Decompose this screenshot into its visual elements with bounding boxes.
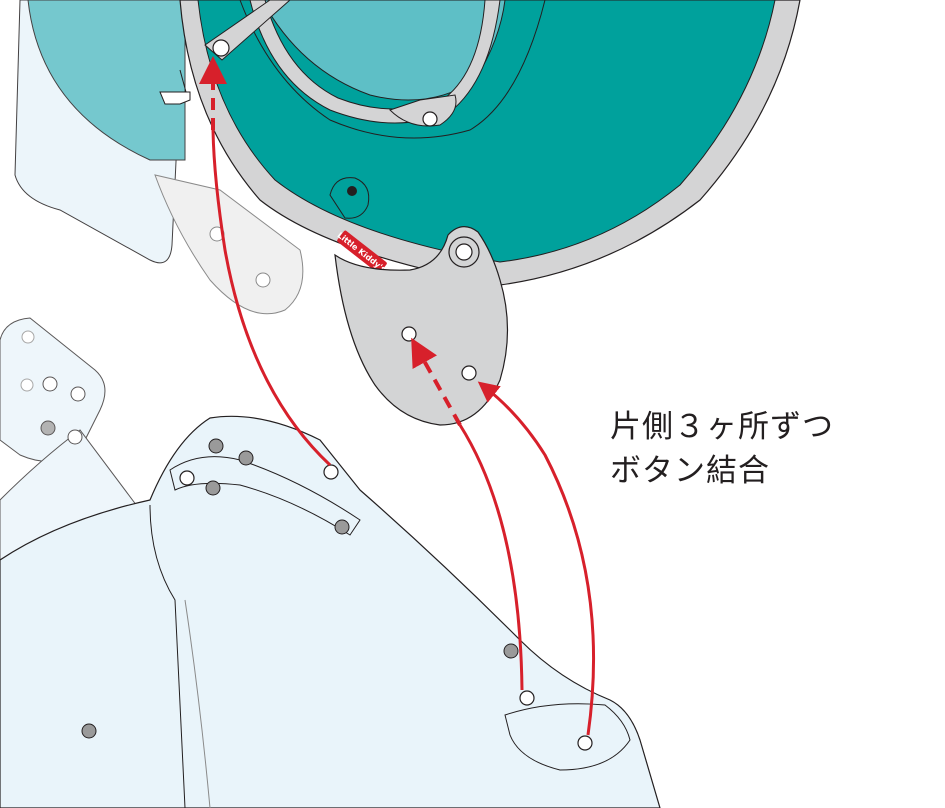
front-shield	[0, 415, 661, 808]
right-arrow	[477, 381, 596, 736]
instruction-line-1: 片側３ヶ所ずつ	[610, 409, 834, 445]
middle-arrow	[411, 337, 524, 691]
ghost-side-tab	[154, 174, 304, 315]
instruction-line-2: ボタン結合	[610, 453, 770, 489]
instruction-text: 片側３ヶ所ずつ ボタン結合	[610, 405, 834, 493]
seat-body: Little Kiddy's	[179, 0, 801, 286]
strap-buckle	[159, 69, 191, 105]
ghost-seat-back	[14, 0, 186, 264]
left-arrow	[199, 56, 332, 467]
seat-attachment-tab	[334, 226, 509, 426]
